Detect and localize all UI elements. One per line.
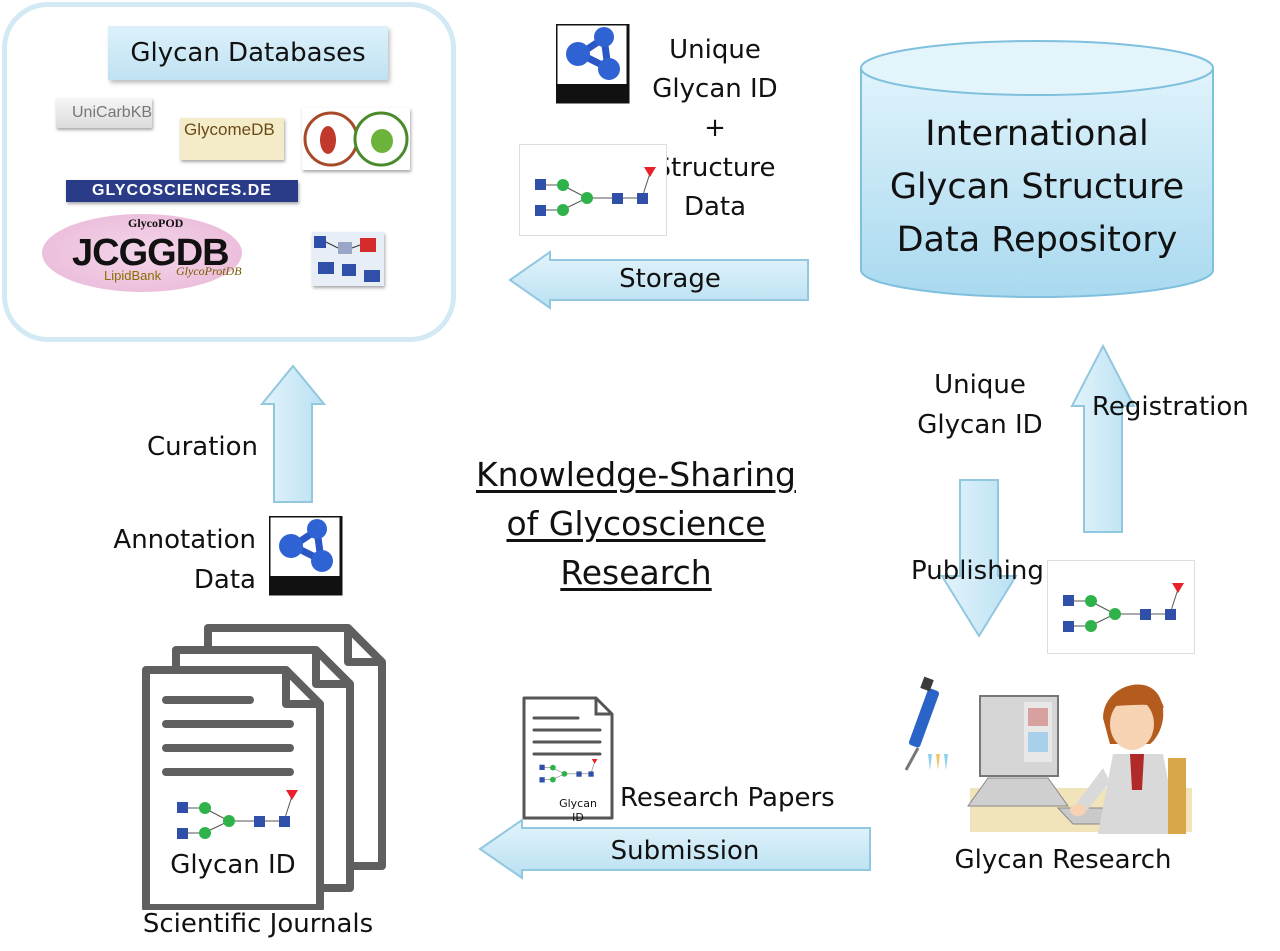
repository-title: International Glycan Structure Data Repo… [858, 108, 1216, 267]
top-plus-label: + [704, 113, 726, 143]
monosaccharide-db-logo [312, 232, 384, 286]
top-data-label: Data [683, 192, 747, 222]
annotation-data-label: Data [193, 565, 256, 595]
research-paper-icon [522, 696, 614, 820]
rdf-icon [269, 516, 343, 596]
storage-arrow [508, 250, 809, 310]
curation-arrow [259, 364, 327, 503]
curation-label: Curation [146, 432, 258, 462]
rdf-icon [556, 24, 630, 104]
publishing-label: Publishing [911, 556, 1044, 586]
repository-line2: Glycan Structure [889, 167, 1185, 207]
top-glycan-structure-card [519, 144, 667, 236]
scientific-journals-label: Scientific Journals [142, 909, 374, 939]
glycosciences-de-logo: GLYCOSCIENCES.DE [66, 180, 298, 202]
research-papers-label: Research Papers [620, 783, 835, 813]
glycomedb-logo: GlycomeDB [180, 118, 284, 160]
right-glycan-structure-card [1047, 560, 1195, 654]
submission-label: Submission [610, 836, 760, 866]
repository-cylinder [860, 40, 1214, 298]
paper-glycan-id: Glycan ID [550, 797, 606, 825]
center-title-line2: of Glycoscience [506, 504, 766, 543]
paper-glycan-label: Glycan [559, 797, 597, 810]
storage-label: Storage [619, 264, 721, 294]
researcher-illustration [904, 676, 1192, 834]
glycoprotdb-logo-text: GlycoProtDB [176, 264, 242, 278]
top-structure-label: Structure [654, 153, 776, 183]
scientific-journals-stack [140, 620, 390, 910]
repository-line1: International [925, 114, 1149, 154]
glycopod-logo-text: GlycoPOD [128, 216, 184, 230]
registration-arrow [1070, 343, 1136, 533]
top-glycan-id-label: Glycan ID [652, 74, 778, 104]
center-title-line1: Knowledge-Sharing [476, 455, 796, 494]
right-unique-label: Unique [934, 370, 1026, 400]
carbohydrate-structure-database-logo [302, 108, 410, 170]
glycan-databases-title: Glycan Databases [108, 26, 388, 80]
repository-line3: Data Repository [896, 220, 1178, 260]
publishing-arrow [940, 479, 1018, 638]
top-unique-label: Unique [669, 35, 761, 65]
jcggdb-logo-text: JCGGDB [72, 232, 230, 274]
center-title-line3: Research [560, 553, 712, 592]
submission-arrow [478, 818, 871, 880]
center-title: Knowledge-Sharing of Glycoscience Resear… [440, 450, 832, 597]
paper-id-label: ID [572, 811, 584, 824]
pipette-icon [904, 676, 948, 771]
unicarbkb-logo: UniCarbKB [56, 98, 152, 128]
annotation-label: Annotation [113, 525, 256, 555]
jcggdb-logo [42, 214, 242, 292]
lipidbank-logo-text: LipidBank [104, 268, 162, 283]
glycan-research-label: Glycan Research [954, 845, 1172, 875]
registration-label: Registration [1092, 392, 1249, 422]
right-glycan-id-label: Glycan ID [917, 410, 1043, 440]
journal-glycan-id-label: Glycan ID [170, 850, 296, 880]
